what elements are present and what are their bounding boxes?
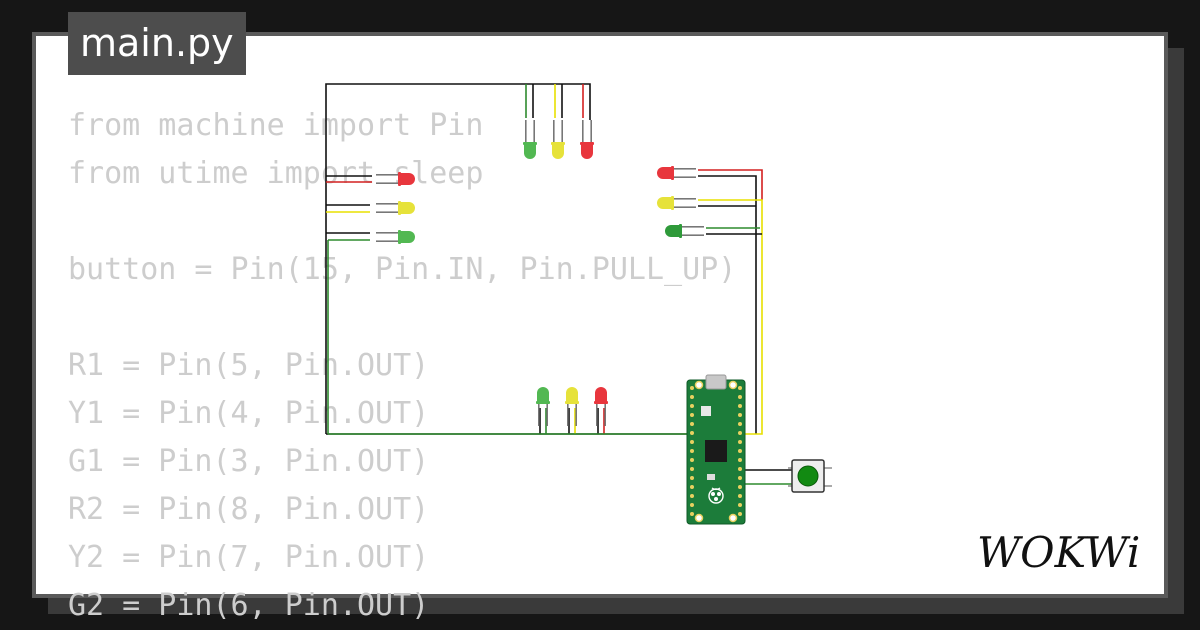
pico-flash: [707, 474, 715, 480]
pico-corner-hole: [694, 513, 704, 523]
led-top-yellow[interactable]: [551, 120, 565, 159]
led-bottom-green[interactable]: [536, 387, 550, 426]
usb-port: [705, 374, 727, 390]
led-bottom-red[interactable]: [594, 387, 608, 426]
led-right-green[interactable]: [665, 224, 704, 238]
wire-right-black-1: [698, 175, 757, 434]
push-button[interactable]: [788, 459, 832, 493]
code-line: G1 = Pin(3, Pin.OUT): [68, 444, 430, 479]
pico-board[interactable]: [686, 374, 746, 525]
led-top-green[interactable]: [523, 120, 537, 159]
wire-frame-black: [325, 83, 591, 434]
pico-corner-hole: [694, 380, 704, 390]
led-bottom-yellow[interactable]: [565, 387, 579, 426]
led-left-yellow[interactable]: [376, 201, 415, 215]
code-line: G2 = Pin(6, Pin.OUT): [68, 588, 430, 623]
wokwi-logo-text: WOKWi: [977, 528, 1140, 577]
wire-right-red: [698, 169, 763, 200]
pico-corner-hole: [728, 513, 738, 523]
code-line: R1 = Pin(5, Pin.OUT): [68, 348, 430, 383]
code-line: Y2 = Pin(7, Pin.OUT): [68, 540, 430, 575]
code-line: from machine import Pin: [68, 108, 484, 143]
led-right-red[interactable]: [657, 166, 696, 180]
pico-chip: [705, 440, 727, 462]
code-line: button = Pin(15, Pin.IN, Pin.PULL_UP): [68, 252, 737, 287]
pico-pins-right: [738, 386, 742, 516]
raspberry-logo-icon: [708, 487, 724, 504]
wires: [325, 83, 794, 485]
pico-chip-small: [701, 406, 711, 416]
wokwi-logo: WOKWi: [977, 528, 1140, 577]
filename-tab[interactable]: main.py: [68, 12, 246, 75]
led-top-red[interactable]: [580, 120, 594, 159]
pico-corner-hole: [728, 380, 738, 390]
code-line: R2 = Pin(8, Pin.OUT): [68, 492, 430, 527]
push-button-cap[interactable]: [797, 465, 819, 487]
led-left-red[interactable]: [376, 172, 415, 186]
code-line: Y1 = Pin(4, Pin.OUT): [68, 396, 430, 431]
led-left-green[interactable]: [376, 230, 415, 244]
led-right-yellow[interactable]: [657, 196, 696, 210]
pico-pins-left: [690, 386, 694, 516]
